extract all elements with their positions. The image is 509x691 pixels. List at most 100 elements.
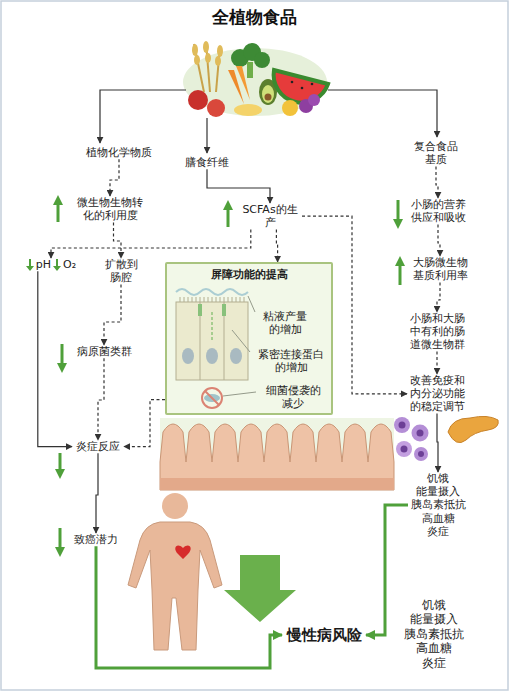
- pancreas-illustration: [448, 416, 498, 442]
- node-text: 细菌侵袭的减少: [262, 384, 324, 410]
- food-illustration: [231, 43, 270, 78]
- food-illustration: [236, 66, 250, 100]
- node-text: 炎症反应: [72, 440, 124, 453]
- text-node: 大肠微生物基质利用率: [410, 256, 470, 282]
- text-node: 小肠的营养供应和吸收: [408, 198, 468, 224]
- diagram-title: 全植物食品: [0, 6, 509, 29]
- human-figure: [162, 493, 188, 519]
- text-node: 致癌潜力: [70, 533, 122, 546]
- connector: [437, 414, 438, 472]
- node-text: 致癌潜力: [70, 533, 122, 546]
- text-node: 微生物生物转化的利用度: [75, 196, 145, 222]
- indicator-arrow: [59, 453, 62, 474]
- connector: [96, 546, 282, 668]
- immune-cells: [396, 441, 412, 457]
- food-illustration: [265, 94, 272, 101]
- node-text: 微生物生物转化的利用度: [75, 196, 145, 222]
- indicator-arrow: [227, 205, 230, 227]
- node-text: 植物化学物质: [82, 146, 156, 159]
- connector: [207, 169, 270, 203]
- food-illustration: [262, 85, 274, 103]
- node-text: 膳食纤维: [180, 156, 234, 169]
- indicator-arrow: [59, 528, 62, 552]
- node-text: 小肠和大肠中有利的肠道微生物群: [407, 312, 467, 352]
- immune-cells: [417, 430, 424, 437]
- food-illustration: [274, 70, 328, 103]
- connector: [437, 282, 440, 312]
- indicator-arrow: [26, 259, 34, 271]
- food-illustration: [254, 52, 270, 68]
- node-text: 粘液产量的增加: [260, 310, 310, 336]
- node-text: 饥饿 能量摄入 胰岛素抵抗 高血糖 炎症: [408, 472, 468, 538]
- connector: [366, 505, 408, 635]
- human-figure: [128, 493, 222, 650]
- food-illustration: [301, 87, 304, 90]
- human-figure: [175, 546, 190, 559]
- indicator-arrow: [57, 200, 60, 222]
- text-node: 炎症反应: [72, 440, 124, 453]
- food-illustration: [282, 100, 298, 116]
- immune-cells: [414, 447, 428, 461]
- text-node: 改善免疫和内分泌功能的稳定调节: [407, 374, 467, 414]
- text-node: 病原菌类群: [72, 345, 136, 358]
- node-text: 紧密连接蛋白的增加: [255, 348, 327, 374]
- food-illustration: [188, 90, 208, 110]
- food-illustration: [192, 44, 198, 56]
- panel-box: 屏障功能的提高粘液产量的增加紧密连接蛋白的增加细菌侵袭的减少: [165, 262, 333, 415]
- human-figure: [128, 522, 222, 650]
- connector: [104, 284, 121, 345]
- indicator-arrow: [61, 344, 64, 368]
- connector: [38, 271, 72, 446]
- connector: [436, 166, 438, 198]
- immune-cells: [412, 425, 429, 442]
- food-illustration: [207, 99, 225, 117]
- immune-cells: [399, 422, 406, 429]
- leader-line: [206, 118, 207, 153]
- node-text: 慢性病风险: [282, 626, 366, 644]
- node-text: SCFAs的生产: [238, 203, 302, 229]
- big-down-arrow: [224, 555, 296, 622]
- text-node: 慢性病风险: [282, 626, 366, 644]
- leader-line: [100, 90, 186, 143]
- connector: [98, 358, 104, 440]
- food-illustration: [217, 45, 223, 57]
- node-text: 饥饿 能量摄入 胰岛素抵抗 高血糖 炎症: [401, 598, 467, 670]
- text-node: SCFAs的生产: [238, 203, 302, 229]
- node-text: 改善免疫和内分泌功能的稳定调节: [407, 374, 467, 414]
- connector: [276, 229, 277, 262]
- node-text: 复合食品基质: [411, 140, 461, 166]
- text-node: 粘液产量的增加: [260, 310, 310, 336]
- connector: [438, 224, 440, 256]
- food-illustration: [311, 83, 314, 86]
- node-text: 小肠的营养供应和吸收: [408, 198, 468, 224]
- intestine-illustration: [160, 418, 394, 490]
- connector: [110, 159, 119, 196]
- food-illustration: [183, 48, 327, 116]
- intestine-illustration: [160, 478, 394, 490]
- node-text: 大肠微生物基质利用率: [410, 256, 470, 282]
- food-illustration: [215, 56, 221, 66]
- node-text: 扩散到肠腔: [103, 258, 139, 284]
- connector: [96, 453, 98, 533]
- food-illustration: [291, 81, 314, 90]
- text-node: 细菌侵袭的减少: [262, 384, 324, 410]
- immune-cells: [418, 451, 424, 457]
- immune-cells: [394, 417, 410, 433]
- indicator-arrow: [397, 200, 400, 224]
- indicator-arrow: [26, 259, 34, 271]
- immune-cells: [401, 446, 408, 453]
- food-illustration: [234, 104, 262, 116]
- immune-cells: [394, 417, 429, 461]
- text-node: 膳食纤维: [180, 156, 234, 169]
- panel-heading: 屏障功能的提高: [167, 264, 331, 281]
- node-text: pH: [36, 258, 51, 271]
- food-illustration: [291, 81, 294, 84]
- leader-line: [100, 90, 437, 153]
- connector: [51, 229, 251, 258]
- text-node: 扩散到肠腔: [103, 258, 139, 284]
- food-illustration: [203, 41, 209, 53]
- food-illustration: [194, 55, 200, 65]
- text-node: 小肠和大肠中有利的肠道微生物群: [407, 312, 467, 352]
- food-illustration: [308, 94, 320, 106]
